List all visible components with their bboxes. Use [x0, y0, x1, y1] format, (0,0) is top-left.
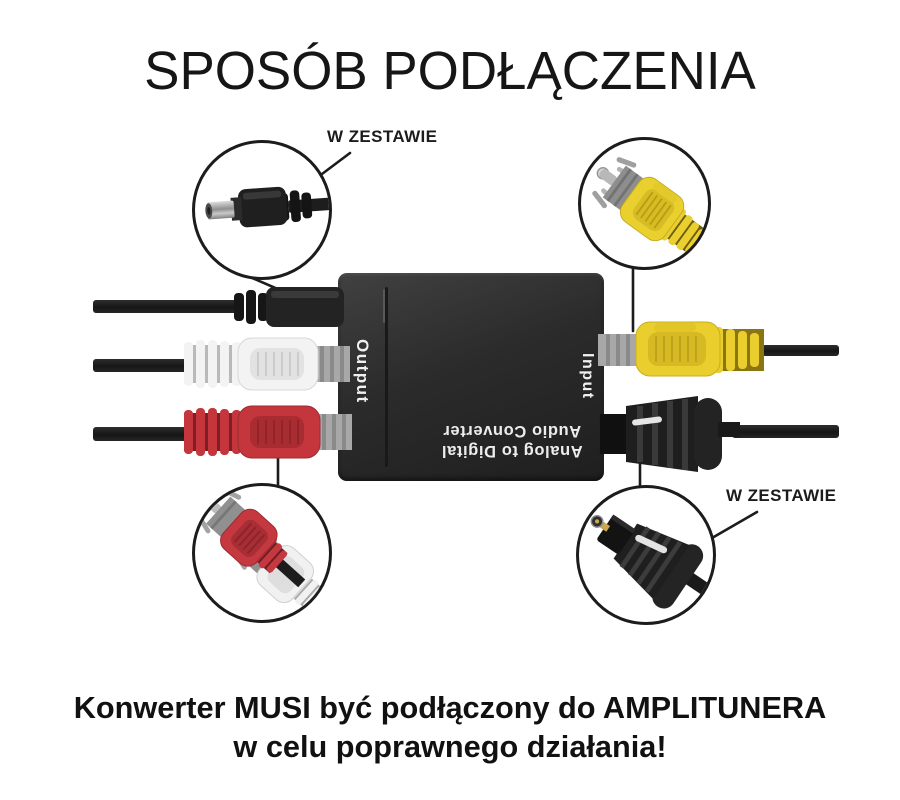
optical-connector: [600, 396, 740, 472]
device-name-line1: Analog to Digital: [441, 442, 583, 460]
white-rca-cable: [93, 359, 189, 372]
callout-circle-power-plug: [192, 140, 332, 280]
caption-line1: Konwerter MUSI być podłączony do AMPLITU…: [73, 690, 827, 725]
yellow-rca-plug-icon: [592, 157, 708, 264]
page-title: SPOSÓB PODŁĄCZENIA: [144, 41, 756, 101]
included-label-top: W ZESTAWIE: [327, 127, 438, 146]
device-seam: [385, 287, 388, 467]
optical-toslink-cable: [732, 425, 839, 438]
device-name-text: Analog to Digital Audio Converter: [426, 421, 598, 461]
power-cable: [93, 300, 241, 313]
yellow-rca-connector: [598, 321, 764, 377]
input-port-label: Input: [579, 353, 596, 400]
dc-power-plug-icon: [205, 186, 329, 228]
red-rca-cable: [93, 427, 191, 441]
callout-circle-yellow-rca: [578, 137, 711, 270]
callout-circle-toslink: [576, 485, 716, 625]
pointer-line-bottom-right-label: [710, 510, 759, 540]
power-plug-connector: [234, 287, 344, 327]
included-label-bottom: W ZESTAWIE: [726, 486, 837, 505]
device-name-line2: Audio Converter: [442, 422, 582, 440]
yellow-coaxial-cable: [762, 345, 839, 356]
pointer-line-top-left-label: [320, 151, 352, 176]
red-rca-connector: [184, 405, 352, 459]
white-rca-connector: [184, 337, 350, 391]
device-seam-highlight: [383, 289, 385, 323]
audio-converter-device: Output Input Analog to Digital Audio Con…: [338, 273, 604, 481]
output-port-label: Output: [353, 339, 372, 404]
red-white-rca-plugs-icon: [198, 488, 329, 620]
caption-line2: w celu poprawnego działania!: [233, 729, 667, 764]
caption-text: Konwerter MUSI być podłączony do AMPLITU…: [5, 688, 896, 766]
toslink-optical-plug-icon: [590, 514, 713, 609]
callout-circle-red-white-rca: [192, 483, 332, 623]
